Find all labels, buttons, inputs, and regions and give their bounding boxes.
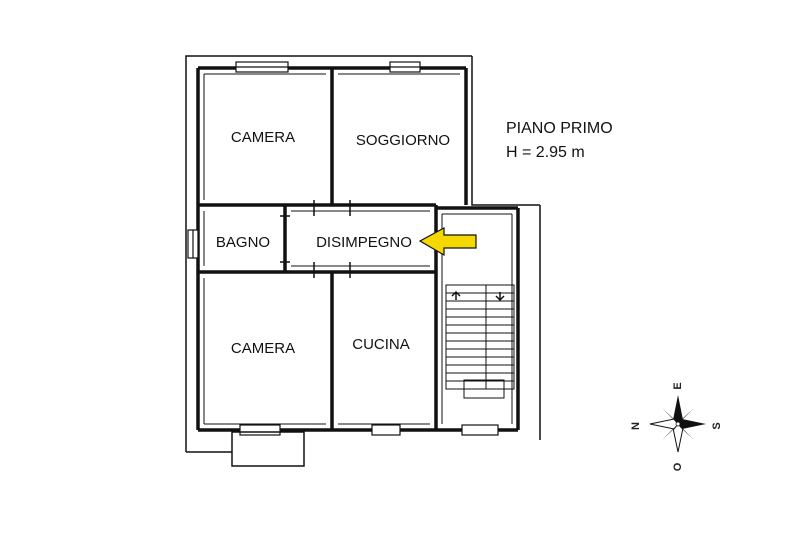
windows [187,61,499,436]
room-label-camera-top: CAMERA [231,129,295,146]
room-label-cucina: CUCINA [352,336,410,353]
location-arrow-icon [418,226,477,257]
staircase [445,284,515,399]
compass-north: N [630,422,642,430]
outer-boundary [185,55,541,453]
compass-east: E [672,382,684,389]
compass-west: O [672,462,684,471]
room-label-soggiorno: SOGGIORNO [356,132,450,149]
floor-title: PIANO PRIMO [506,120,613,137]
door-marks [280,200,351,278]
room-label-disimpegno: DISIMPEGNO [316,234,412,251]
height-note: H = 2.95 m [506,144,585,161]
balcony [231,431,305,467]
compass-south: S [711,422,723,429]
room-label-camera-bottom: CAMERA [231,340,295,357]
compass-rose-icon [649,395,706,453]
room-label-bagno: BAGNO [216,234,270,251]
